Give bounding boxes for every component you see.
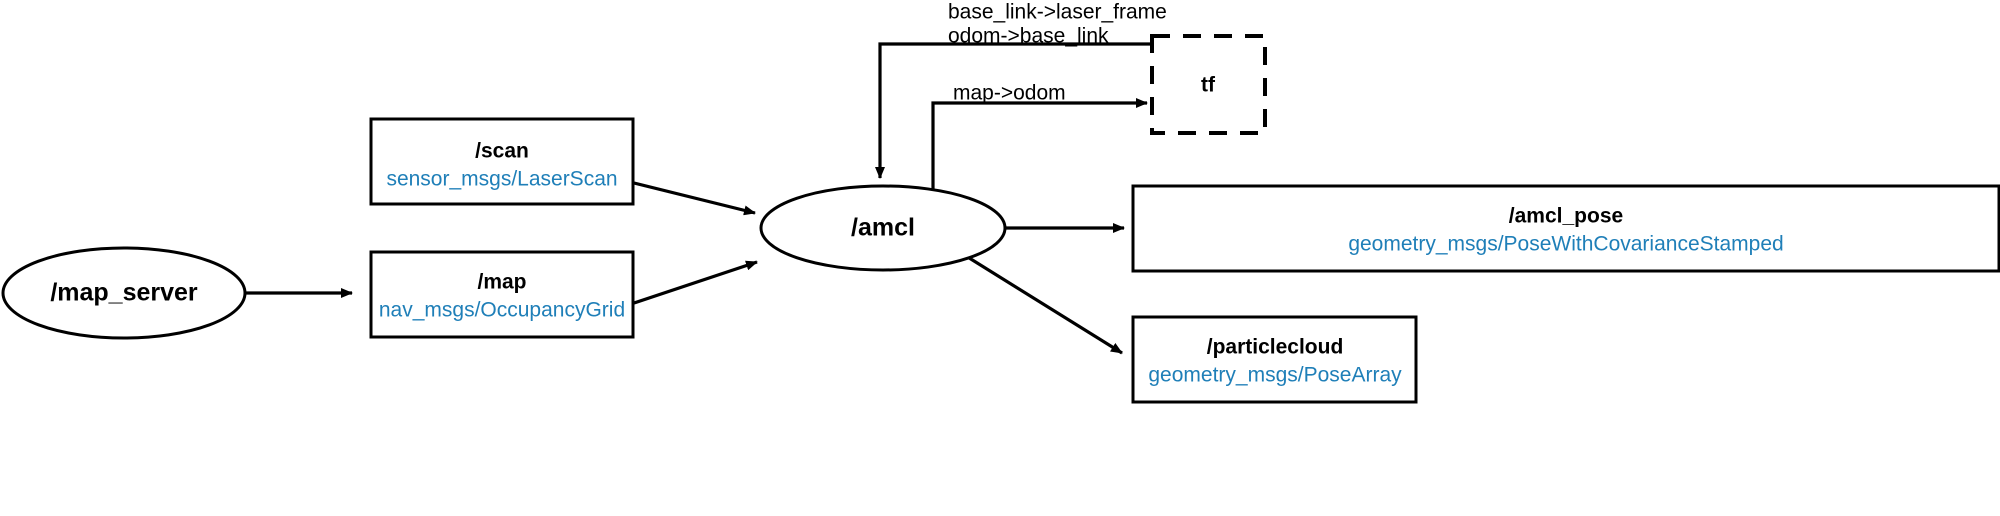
node-map-server[interactable]: /map_server [1, 246, 247, 340]
node-label-tf: tf [1201, 74, 1216, 97]
topic-shape-box [1131, 315, 1418, 404]
topic-map[interactable]: /map nav_msgs/OccupancyGrid [369, 250, 635, 339]
node-amcl[interactable]: /amcl [759, 184, 1007, 272]
edge-label-tf-to-amcl-line1: base_link->laser_frame [948, 1, 1167, 24]
edge-amcl-to-particlecloud [965, 254, 1123, 355]
topic-label-map-name: /map [477, 271, 526, 294]
edge-label-tf-to-amcl-line2: odom->base_link [948, 25, 1109, 48]
node-tf[interactable]: tf [1150, 34, 1267, 135]
node-label-amcl: /amcl [851, 214, 915, 242]
topic-shape-box [369, 117, 635, 206]
topic-shape-box [369, 250, 635, 339]
edge-line [965, 254, 1123, 355]
edge-tf-to-amcl [875, 42, 1155, 179]
topic-shape-box [1131, 184, 2000, 273]
topic-label-amcl-pose-name: /amcl_pose [1509, 205, 1623, 228]
topic-scan[interactable]: /scan sensor_msgs/LaserScan [369, 117, 635, 206]
topic-label-particlecloud-name: /particlecloud [1207, 336, 1344, 359]
node-label-map-server: /map_server [50, 279, 198, 307]
node-shape-ellipse [1, 246, 247, 340]
topic-label-scan-name: /scan [475, 140, 529, 163]
edge-amcl-to-tf [931, 98, 1148, 196]
edge-line [875, 42, 1155, 179]
edge-map-to-amcl [633, 260, 758, 305]
edge-scan-to-amcl [633, 181, 756, 216]
edge-line [633, 181, 756, 216]
edge-line [931, 98, 1148, 196]
topic-label-amcl-pose-type: geometry_msgs/PoseWithCovarianceStamped [1348, 233, 1783, 256]
topic-amcl-pose[interactable]: /amcl_pose geometry_msgs/PoseWithCovaria… [1131, 184, 2000, 273]
topic-label-map-type: nav_msgs/OccupancyGrid [379, 299, 625, 322]
topic-particlecloud[interactable]: /particlecloud geometry_msgs/PoseArray [1131, 315, 1418, 404]
edge-label-amcl-to-tf: map->odom [953, 82, 1066, 105]
topic-label-particlecloud-type: geometry_msgs/PoseArray [1148, 364, 1402, 387]
edge-line [633, 260, 758, 305]
topic-label-scan-type: sensor_msgs/LaserScan [386, 168, 617, 191]
node-shape-ellipse [759, 184, 1007, 272]
node-shape-dashed-box [1150, 34, 1267, 135]
